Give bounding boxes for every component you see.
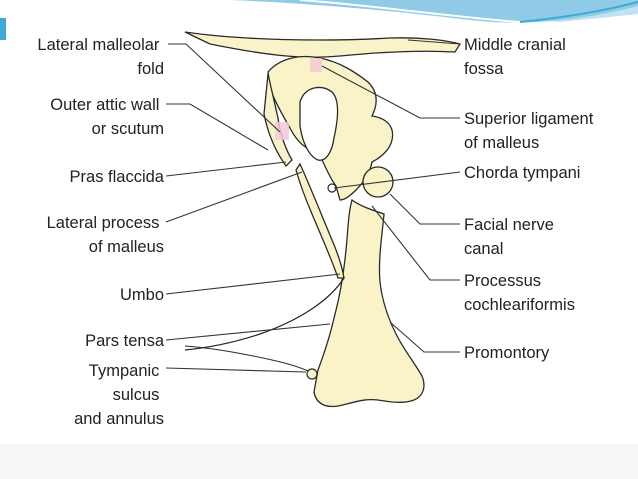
label-promontory: Promontory <box>464 344 550 362</box>
lateral-ligament-highlight <box>275 122 289 140</box>
leader-lateral-malleolar-fold <box>168 43 281 133</box>
superior-ligament-highlight <box>310 58 322 72</box>
label-line: or scutum <box>92 120 164 138</box>
label-line: Outer attic wall <box>50 96 159 114</box>
leader-umbo <box>165 273 341 295</box>
middle-cranial-fossa-shape <box>184 31 462 58</box>
leader-promontory <box>389 321 460 353</box>
label-line: Superior ligament <box>464 110 594 128</box>
label-chorda-tympani: Chorda tympani <box>464 164 580 182</box>
tympanic-membrane-inner <box>184 345 311 373</box>
top-swoosh <box>230 0 638 23</box>
top-swoosh-line <box>519 1 638 23</box>
leader-superior-ligament <box>321 65 460 119</box>
label-line: Tympanic <box>89 362 160 380</box>
leader-facial-nerve-canal <box>389 193 460 225</box>
label-line: fossa <box>464 60 504 78</box>
annulus-shape <box>306 368 318 380</box>
label-line: cochleariformis <box>464 296 575 314</box>
label-middle-cranial-fossa: Middle cranial fossa <box>464 36 570 78</box>
top-swoosh-highlight <box>299 0 521 23</box>
leader-middle-cranial-fossa <box>407 39 461 45</box>
label-line: and annulus <box>74 410 164 428</box>
leader-lateral-process <box>165 171 303 223</box>
label-pars-tensa: Pars tensa <box>85 332 165 350</box>
label-line: Middle cranial <box>464 36 566 54</box>
leader-tympanic-sulcus <box>165 367 307 373</box>
promontory-shape <box>313 198 425 408</box>
label-facial-nerve-canal: Facial nerve canal <box>464 216 558 258</box>
label-line: of malleus <box>464 134 539 152</box>
label-line: Pras flaccida <box>70 168 165 186</box>
left-accent-bar <box>0 18 6 40</box>
tympanic-membrane-shape <box>184 277 345 351</box>
label-lateral-malleolar-fold: Lateral malleolar fold <box>37 36 164 78</box>
label-line: of malleus <box>89 238 164 256</box>
label-processus-cochleariformis: Processus cochleariformis <box>464 272 575 314</box>
left-labels: Lateral malleolar fold Outer attic wall … <box>37 36 164 428</box>
label-line: Chorda tympani <box>464 164 580 182</box>
label-line: fold <box>137 60 164 78</box>
label-line: Promontory <box>464 344 550 362</box>
label-line: Umbo <box>120 286 164 304</box>
leader-processus-cochleariformis <box>371 205 460 281</box>
label-pras-flaccida: Pras flaccida <box>70 168 165 186</box>
label-line: canal <box>464 240 503 258</box>
malleus-manubrium-shape <box>295 162 345 279</box>
leader-chorda-tympani <box>333 171 461 189</box>
label-line: Pars tensa <box>85 332 165 350</box>
label-line: Lateral process <box>47 214 160 232</box>
label-umbo: Umbo <box>120 286 164 304</box>
leader-pars-tensa <box>165 323 331 341</box>
label-superior-ligament-of-malleus: Superior ligament of malleus <box>464 110 598 152</box>
right-labels: Middle cranial fossa Superior ligament o… <box>464 36 598 362</box>
label-line: Lateral malleolar <box>37 36 159 54</box>
label-tympanic-sulcus-and-annulus: Tympanic sulcus and annulus <box>74 362 164 428</box>
label-line: Processus <box>464 272 541 290</box>
label-lateral-process-of-malleus: Lateral process of malleus <box>47 214 164 256</box>
label-line: Facial nerve <box>464 216 554 234</box>
leader-outer-attic-wall <box>166 103 269 151</box>
malleus-head-shape <box>299 86 339 161</box>
label-line: sulcus <box>113 386 160 404</box>
leader-pras-flaccida <box>165 161 287 177</box>
label-outer-attic-wall: Outer attic wall or scutum <box>50 96 164 138</box>
bottom-band <box>0 444 638 479</box>
